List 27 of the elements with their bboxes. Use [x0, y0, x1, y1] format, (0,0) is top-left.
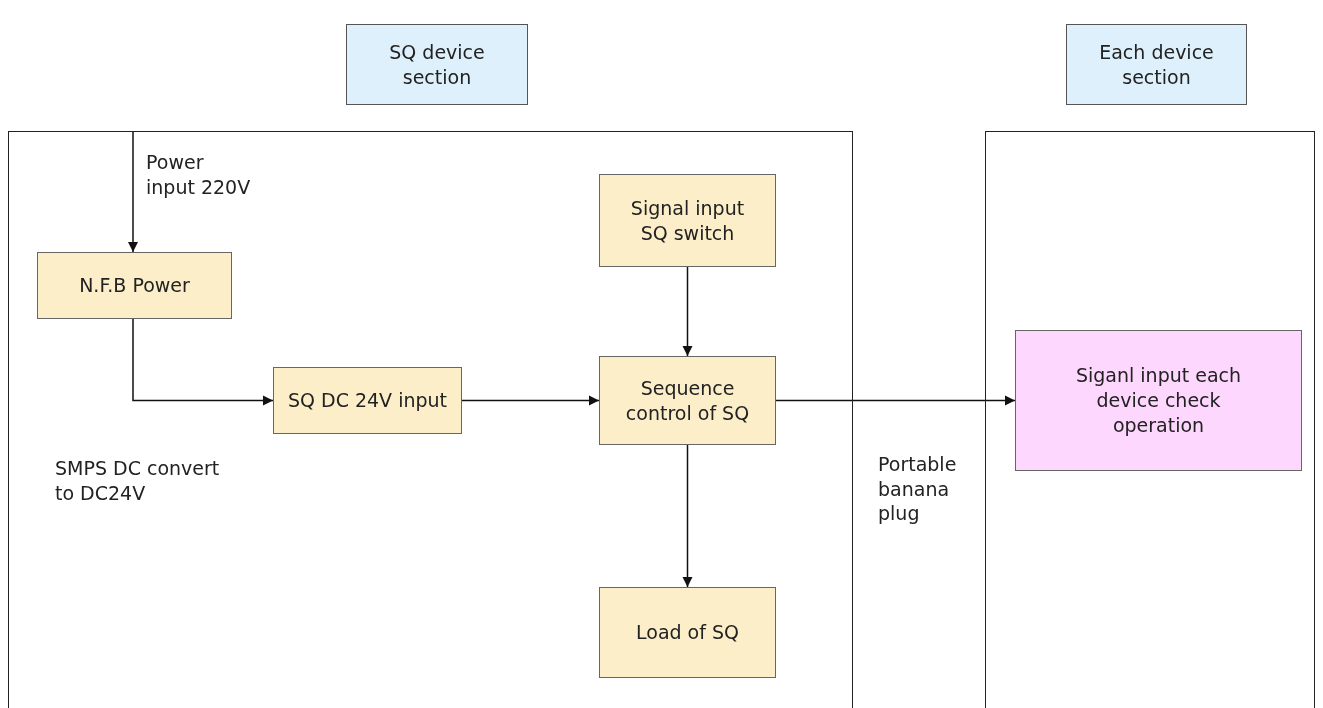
box-label: N.F.B Power: [79, 273, 190, 298]
process-box: [37, 252, 232, 319]
process-box: [599, 587, 776, 678]
edge-label: SMPS DC convert to DC24V: [55, 456, 221, 506]
process-box: [599, 356, 776, 445]
arrow: [682, 444, 693, 588]
arrow: [461, 395, 600, 406]
box-label: Siganl input each device check operation: [1074, 363, 1243, 438]
arrow: [127, 130, 139, 253]
edge-label: Power input 220V: [146, 150, 251, 200]
box-label: SQ device section: [388, 39, 486, 90]
section-header: [346, 24, 528, 105]
section-panel: [985, 131, 1315, 708]
process-box: [273, 367, 462, 434]
edge-label: Portable banana plug: [878, 452, 958, 527]
box-label: Each device section: [1098, 39, 1215, 90]
box-label: Load of SQ: [636, 620, 739, 645]
process-box: [1015, 330, 1302, 471]
arrow: [682, 266, 693, 357]
arrow: [775, 395, 1016, 406]
box-label: Sequence control of SQ: [624, 375, 751, 426]
section-panel: [8, 131, 853, 708]
box-label: Signal input SQ switch: [629, 195, 746, 246]
box-label: SQ DC 24V input: [287, 388, 448, 413]
section-header: [1066, 24, 1247, 105]
process-box: [599, 174, 776, 267]
arrow: [132, 318, 274, 406]
